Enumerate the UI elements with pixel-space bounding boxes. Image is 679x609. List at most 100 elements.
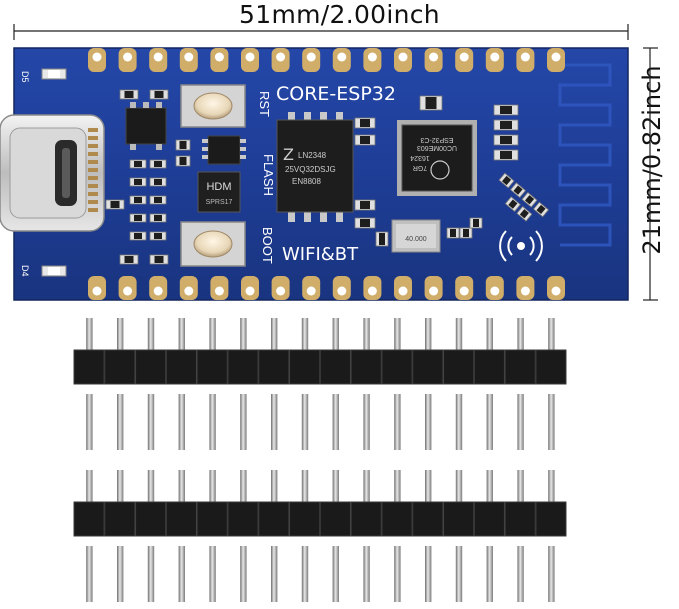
- flash-label: FLASH: [261, 154, 276, 196]
- espressif-logo-icon: [430, 160, 450, 180]
- header-pin: [271, 470, 278, 602]
- rst-button: RST: [180, 84, 272, 128]
- smd-part: [459, 227, 473, 239]
- header-pin: [548, 470, 555, 602]
- header-pin: [271, 318, 278, 450]
- header-housing-segment: [165, 349, 197, 385]
- pin-pad: [394, 276, 412, 300]
- header-housing-segment: [535, 501, 567, 537]
- header-pin: [425, 318, 432, 450]
- header-pin: [486, 318, 493, 450]
- header-housing-segment: [504, 349, 536, 385]
- header-pin: [425, 470, 432, 602]
- pin-pad: [547, 48, 565, 72]
- smd-part: [375, 231, 389, 247]
- header-housing-segment: [258, 349, 290, 385]
- pin-pad: [455, 48, 474, 72]
- header-housing-segment: [73, 349, 105, 385]
- pin-pad: [118, 276, 137, 300]
- header-pin: [86, 318, 93, 450]
- smd-part: [119, 89, 139, 100]
- smd-part: [129, 213, 147, 223]
- header-housing-segment: [381, 501, 413, 537]
- crystal-oscillator: 40.000: [391, 219, 441, 253]
- soc-line-4: 7GR: [413, 164, 427, 171]
- header-housing-segment: [350, 349, 382, 385]
- pin-pad: [547, 276, 565, 300]
- smd-part: [105, 199, 125, 210]
- smd-part: [129, 177, 147, 187]
- header-pin: [486, 470, 493, 602]
- pin-pad: [118, 48, 137, 72]
- led-d5-label: D5: [20, 71, 30, 83]
- led-d5: D5: [20, 68, 67, 83]
- header-pin: [394, 318, 401, 450]
- wireless-symbol-icon: [499, 230, 543, 262]
- header-housing-segment: [319, 501, 351, 537]
- pin-pad: [179, 276, 198, 300]
- boot-label: BOOT: [260, 227, 275, 264]
- pin-pad: [149, 276, 168, 300]
- smd-part: [119, 254, 139, 265]
- esp32-board: D5 D4 RST BOOT FLASH: [0, 47, 629, 301]
- header-housing-segment: [196, 349, 228, 385]
- width-dimension-line: [13, 24, 629, 40]
- header-housing-segment: [443, 501, 475, 537]
- esp32-c3-chip: ESP32-C3 UC00ME603 16324 7GR: [397, 120, 477, 196]
- hdm-chip: HDM SPRS17: [197, 171, 241, 213]
- pin-pad: [88, 48, 106, 72]
- header-housing-segment: [135, 349, 167, 385]
- smd-part: [149, 213, 167, 223]
- pin-pad: [332, 276, 351, 300]
- width-dimension-label: 51mm/2.00inch: [239, 0, 440, 29]
- header-housing-segment: [289, 501, 321, 537]
- header-housing-segment: [473, 501, 505, 537]
- header-pin: [301, 318, 309, 450]
- header-pin: [363, 470, 370, 602]
- pin-pad: [271, 276, 290, 300]
- bottom-pin-pads: [88, 276, 565, 300]
- header-housing-segment: [289, 349, 321, 385]
- header-pin: [209, 470, 216, 602]
- small-ic: [202, 135, 246, 165]
- smd-part: [129, 195, 147, 205]
- smd-part: [469, 217, 483, 229]
- header-pin: [455, 470, 463, 602]
- header-housing-segment: [104, 349, 136, 385]
- header-housing-segment: [227, 501, 259, 537]
- header-pin: [147, 318, 155, 450]
- flash-chip: Z LN2348 25VQ32DSJG EN8808: [276, 112, 354, 222]
- smd-part: [129, 231, 147, 241]
- pin-pad: [485, 48, 504, 72]
- flash-chip-line-1: LN2348: [298, 151, 327, 160]
- header-housing-segment: [196, 501, 228, 537]
- smd-part: [149, 159, 167, 169]
- smd-part: [493, 104, 519, 116]
- header-pin: [209, 318, 216, 450]
- header-pin: [178, 318, 185, 450]
- header-housing-segment: [135, 501, 167, 537]
- smd-part: [149, 231, 167, 241]
- header-pin: [517, 470, 524, 602]
- pin-pad: [516, 276, 535, 300]
- smd-part-group: [498, 172, 550, 222]
- soc-line-1: ESP32-C3: [420, 136, 453, 143]
- pin-pad: [516, 48, 535, 72]
- crystal-label: 40.000: [405, 236, 427, 243]
- header-pin: [147, 470, 155, 602]
- hdm-chip-line-2: SPRS17: [206, 199, 233, 206]
- pin-pad: [210, 276, 229, 300]
- header-housing-segment: [412, 349, 444, 385]
- pin-pad: [332, 48, 351, 72]
- pin-pad: [485, 276, 504, 300]
- header-pin: [363, 318, 370, 450]
- smd-part: [354, 134, 376, 146]
- smd-part: [149, 254, 169, 265]
- pin-pad: [88, 276, 106, 300]
- pin-pad: [424, 48, 443, 72]
- hdm-chip-line-1: HDM: [206, 181, 231, 193]
- pin-pad: [424, 276, 443, 300]
- pin-pad: [210, 48, 229, 72]
- header-housing-segment: [473, 349, 505, 385]
